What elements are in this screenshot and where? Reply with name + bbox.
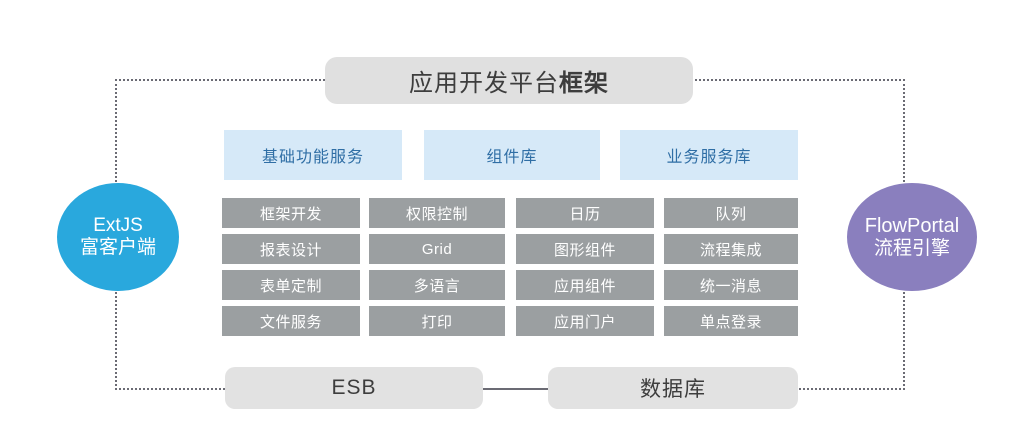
category-header-basic-services[interactable]: 基础功能服务	[224, 130, 402, 180]
module-cell[interactable]: 单点登录	[664, 306, 798, 336]
node-label-primary: FlowPortal	[864, 214, 960, 237]
node-label-primary: ExtJS	[93, 215, 143, 237]
node-label-secondary: 流程引擎	[873, 237, 950, 259]
module-cell[interactable]: 权限控制	[369, 198, 505, 228]
module-cell[interactable]: 统一消息	[664, 270, 798, 300]
page-title-bold: 框架	[559, 70, 609, 97]
module-cell[interactable]: 日历	[516, 198, 654, 228]
category-header-component-library[interactable]: 组件库	[424, 130, 600, 180]
page-title: 应用开发平台框架	[325, 57, 693, 104]
bottom-dotted-connector	[485, 388, 547, 390]
module-cell[interactable]: 表单定制	[222, 270, 360, 300]
category-header-business-service-library[interactable]: 业务服务库	[620, 130, 798, 180]
module-cell[interactable]: 打印	[369, 306, 505, 336]
module-cell[interactable]: 报表设计	[222, 234, 360, 264]
module-cell[interactable]: 应用组件	[516, 270, 654, 300]
bottom-node-esb[interactable]: ESB	[225, 367, 483, 409]
node-flowportal-process-engine[interactable]: FlowPortal 流程引擎	[847, 183, 977, 291]
module-cell[interactable]: 框架开发	[222, 198, 360, 228]
node-label-secondary: 富客户端	[79, 237, 156, 258]
bottom-node-label: ESB	[331, 376, 377, 399]
module-cell[interactable]: 图形组件	[516, 234, 654, 264]
page-title-normal: 应用开发平台	[409, 70, 559, 97]
module-cell[interactable]: 文件服务	[222, 306, 360, 336]
module-cell[interactable]: 流程集成	[664, 234, 798, 264]
module-cell[interactable]: Grid	[369, 234, 505, 264]
node-extjs-rich-client[interactable]: ExtJS 富客户端	[57, 183, 179, 291]
bottom-node-database[interactable]: 数据库	[548, 367, 798, 409]
category-label: 业务服务库	[666, 149, 752, 166]
category-label: 组件库	[486, 149, 538, 166]
category-label: 基础功能服务	[261, 149, 364, 166]
module-cell[interactable]: 队列	[664, 198, 798, 228]
module-cell[interactable]: 应用门户	[516, 306, 654, 336]
module-cell[interactable]: 多语言	[369, 270, 505, 300]
bottom-node-label: 数据库	[640, 378, 706, 401]
